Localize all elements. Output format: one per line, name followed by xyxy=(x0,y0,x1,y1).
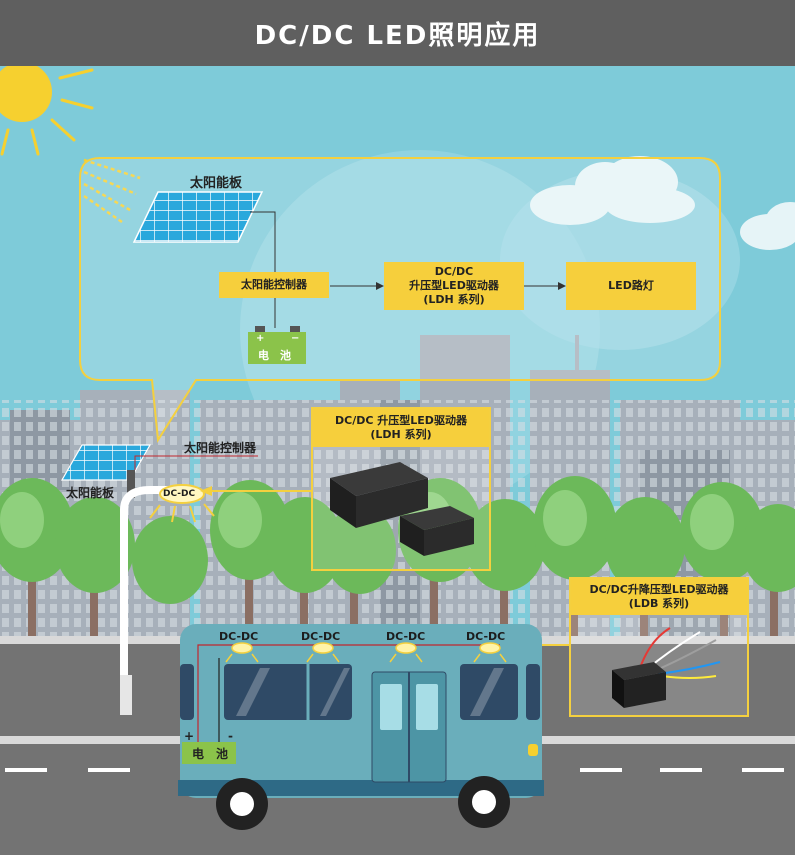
bus-lamp-tag: DC-DC xyxy=(301,630,341,643)
callout-solar-panel-label: 太阳能板 xyxy=(190,176,243,191)
bus-battery-minus: - xyxy=(228,729,233,743)
bus-battery-label: 电 池 xyxy=(192,747,229,761)
bus-battery-plus: + xyxy=(184,729,195,743)
callout-boost-driver: DC/DC 升压型LED驱动器 (LDH 系列) xyxy=(384,262,524,310)
street-solar-controller-label: 太阳能控制器 xyxy=(184,441,257,455)
callout-battery-minus: − xyxy=(291,333,300,344)
callout-led-lamp: LED路灯 xyxy=(566,262,696,310)
sun-icon xyxy=(0,62,141,224)
street-solar-panel-label: 太阳能板 xyxy=(66,486,115,500)
street-lamp-tag: DC-DC xyxy=(163,489,196,499)
callout-solar-controller: 太阳能控制器 xyxy=(219,272,329,298)
callout-boost-driver-line2: 升压型LED驱动器 xyxy=(409,278,499,292)
callout-solar-controller-label: 太阳能控制器 xyxy=(241,277,307,291)
street-lamp-pole xyxy=(120,486,178,715)
ldh-box-line2: (LDH 系列) xyxy=(370,428,432,441)
callout-battery-label: 电 池 xyxy=(258,349,291,362)
street-lamp-head xyxy=(159,484,205,504)
battery-icon xyxy=(248,326,306,364)
bus-lamp-tag: DC-DC xyxy=(219,630,259,643)
callout-battery-plus: + xyxy=(256,333,265,344)
ldb-box-line1: DC/DC升降压型LED驱动器 xyxy=(589,582,729,596)
callout-boost-driver-line3: (LDH 系列) xyxy=(423,293,485,307)
solar-panel-icon xyxy=(132,191,264,243)
callout-led-lamp-label: LED路灯 xyxy=(608,278,654,292)
bus xyxy=(178,624,544,830)
bus-lamp-tag: DC-DC xyxy=(386,630,426,643)
page-title: DC/DC LED照明应用 xyxy=(0,0,795,66)
callout-boost-driver-line1: DC/DC xyxy=(434,264,474,278)
ldh-module-image xyxy=(330,462,474,556)
bus-lamp-tag: DC-DC xyxy=(466,630,506,643)
ldb-module-image xyxy=(612,627,721,708)
ldh-box-header: DC/DC 升压型LED驱动器 (LDH 系列) xyxy=(313,409,489,447)
ldb-box-line2: (LDB 系列) xyxy=(628,597,690,610)
ldb-box-header: DC/DC升降压型LED驱动器 (LDB 系列) xyxy=(571,579,747,615)
ldh-box-line1: DC/DC 升压型LED驱动器 xyxy=(335,413,467,427)
